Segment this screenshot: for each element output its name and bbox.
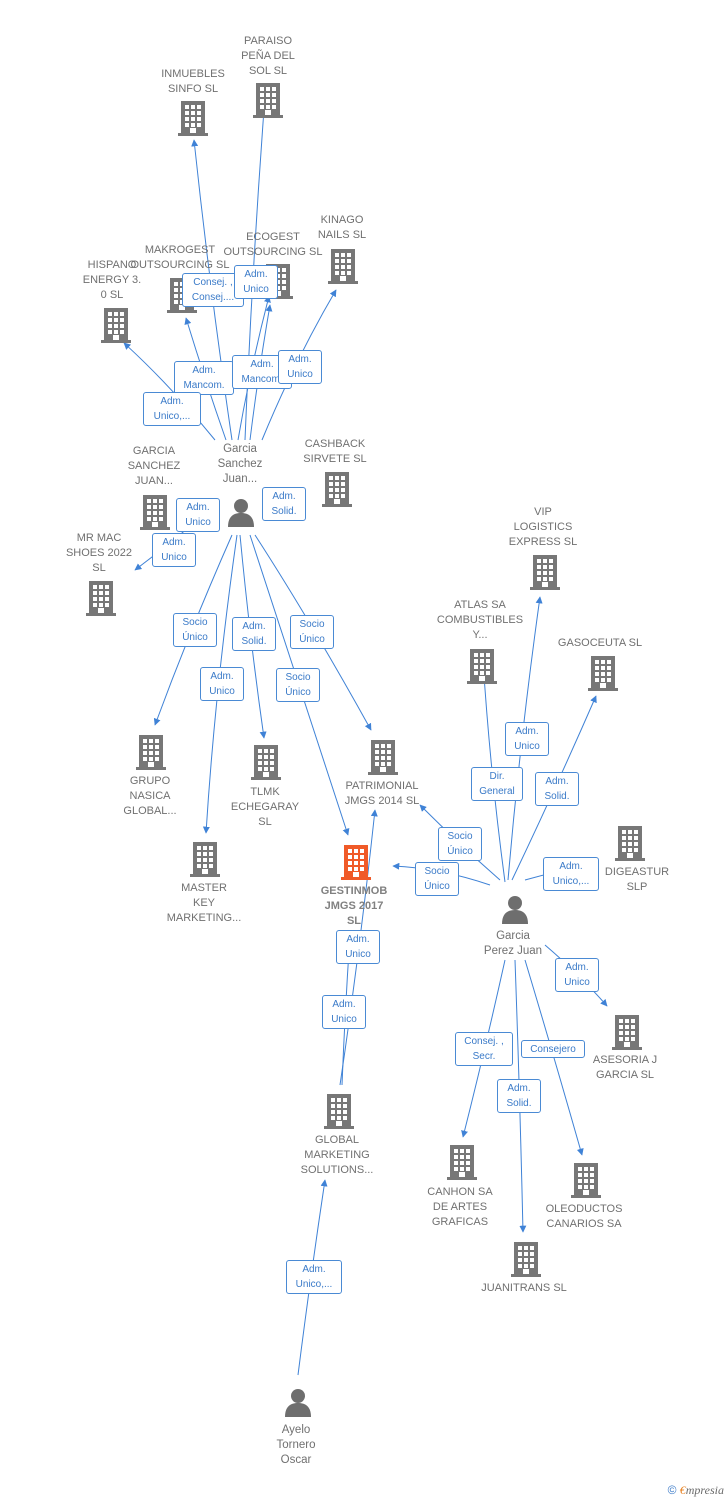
role-badge[interactable]: Consej. , Consej.... — [182, 273, 244, 307]
role-badge[interactable]: Adm. Unico — [322, 995, 366, 1029]
person-icon[interactable] — [226, 497, 256, 532]
building-icon[interactable] — [612, 1014, 642, 1055]
role-badge[interactable]: Adm. Solid. — [262, 487, 306, 521]
company-name[interactable]: VIP LOGISTICS EXPRESS SL — [508, 506, 578, 548]
building-icon[interactable] — [101, 307, 131, 348]
company-name[interactable]: MR MAC SHOES 2022 SL — [65, 532, 133, 574]
person-name[interactable]: Garcia Perez Juan — [483, 930, 543, 957]
building-icon[interactable] — [571, 1162, 601, 1203]
company-name[interactable]: JUANITRANS SL — [481, 1282, 567, 1294]
role-badge[interactable]: Adm. Solid. — [497, 1079, 541, 1113]
building-icon[interactable] — [328, 248, 358, 289]
role-badge[interactable]: Adm. Unico — [176, 498, 220, 532]
role-badge[interactable]: Consej. , Secr. — [455, 1032, 513, 1066]
person-icon[interactable] — [500, 894, 530, 929]
company-name[interactable]: GASOCEUTA SL — [557, 637, 643, 649]
building-icon[interactable] — [511, 1241, 541, 1282]
relation-edge-22 — [524, 959, 584, 1156]
building-icon[interactable] — [140, 494, 170, 535]
company-name[interactable]: GESTINMOB JMGS 2017 SL — [320, 885, 388, 927]
company-name[interactable]: HISPANO ENERGY 3. 0 SL — [82, 259, 142, 301]
company-name[interactable]: ASESORIA J GARCIA SL — [592, 1054, 658, 1081]
building-icon[interactable] — [447, 1144, 477, 1185]
building-icon[interactable] — [324, 1093, 354, 1134]
role-badge[interactable]: Adm. Mancom. — [174, 361, 234, 395]
company-name[interactable]: PARAISO PEÑA DEL SOL SL — [241, 35, 295, 77]
role-badge[interactable]: Socio Único — [290, 615, 334, 649]
building-icon[interactable] — [178, 100, 208, 141]
brand-name: €mpresia — [679, 1483, 724, 1497]
company-name[interactable]: CASHBACK SIRVETE SL — [303, 438, 367, 465]
company-name[interactable]: INMUEBLES SINFO SL — [161, 68, 225, 95]
role-badge[interactable]: Adm. Unico — [234, 265, 278, 299]
building-icon[interactable] — [467, 648, 497, 689]
company-name[interactable]: GLOBAL MARKETING SOLUTIONS... — [300, 1134, 374, 1176]
role-badge[interactable]: Socio Único — [415, 862, 459, 896]
person-name[interactable]: Garcia Sanchez Juan... — [217, 443, 263, 485]
building-icon[interactable] — [136, 734, 166, 775]
role-badge[interactable]: Adm. Solid. — [232, 617, 276, 651]
company-name[interactable]: PATRIMONIAL JMGS 2014 SL — [344, 780, 420, 807]
company-name[interactable]: OLEODUCTOS CANARIOS SA — [545, 1203, 623, 1230]
building-icon[interactable] — [530, 554, 560, 595]
role-badge[interactable]: Adm. Unico,... — [143, 392, 201, 426]
role-badge[interactable]: Adm. Unico — [278, 350, 322, 384]
person-name[interactable]: Ayelo Tornero Oscar — [276, 1424, 316, 1466]
building-icon[interactable] — [253, 82, 283, 123]
role-badge[interactable]: Socio Único — [438, 827, 482, 861]
building-icon[interactable] — [341, 844, 371, 885]
role-badge[interactable]: Adm. Solid. — [535, 772, 579, 806]
role-badge[interactable]: Dir. General — [471, 767, 523, 801]
building-icon[interactable] — [615, 825, 645, 866]
company-name[interactable]: KINAGO NAILS SL — [317, 214, 367, 241]
company-name[interactable]: TLMK ECHEGARAY SL — [230, 786, 300, 828]
role-badge[interactable]: Adm. Unico — [200, 667, 244, 701]
company-name[interactable]: CANHON SA DE ARTES GRAFICAS — [427, 1186, 493, 1228]
role-badge[interactable]: Consejero — [521, 1040, 585, 1058]
role-badge[interactable]: Adm. Unico — [152, 533, 196, 567]
role-badge[interactable]: Adm. Unico — [505, 722, 549, 756]
footer-logo[interactable]: © €mpresia — [668, 1483, 724, 1498]
building-icon[interactable] — [368, 739, 398, 780]
copyright-icon: © — [667, 1483, 677, 1497]
building-icon[interactable] — [588, 655, 618, 696]
role-badge[interactable]: Socio Único — [173, 613, 217, 647]
relation-edge-6 — [123, 342, 216, 441]
company-name[interactable]: MAKROGEST OUTSOURCING SL — [130, 244, 230, 271]
building-icon[interactable] — [190, 841, 220, 882]
building-icon[interactable] — [251, 744, 281, 785]
building-icon[interactable] — [86, 580, 116, 621]
role-badge[interactable]: Adm. Unico,... — [286, 1260, 342, 1294]
company-name[interactable]: ECOGEST OUTSOURCING SL — [223, 231, 323, 258]
company-name[interactable]: MASTER KEY MARKETING... — [166, 882, 242, 924]
company-name[interactable]: GARCIA SANCHEZ JUAN... — [127, 445, 181, 487]
role-badge[interactable]: Adm. Unico,... — [543, 857, 599, 891]
company-name[interactable]: ATLAS SA COMBUSTIBLES Y... — [436, 599, 524, 641]
building-icon[interactable] — [322, 471, 352, 512]
company-name[interactable]: DIGEASTUR SLP — [604, 866, 670, 893]
role-badge[interactable]: Adm. Unico — [336, 930, 380, 964]
role-badge[interactable]: Socio Único — [276, 668, 320, 702]
role-badge[interactable]: Adm. Unico — [555, 958, 599, 992]
person-icon[interactable] — [283, 1387, 313, 1422]
company-name[interactable]: GRUPO NASICA GLOBAL... — [123, 775, 177, 817]
